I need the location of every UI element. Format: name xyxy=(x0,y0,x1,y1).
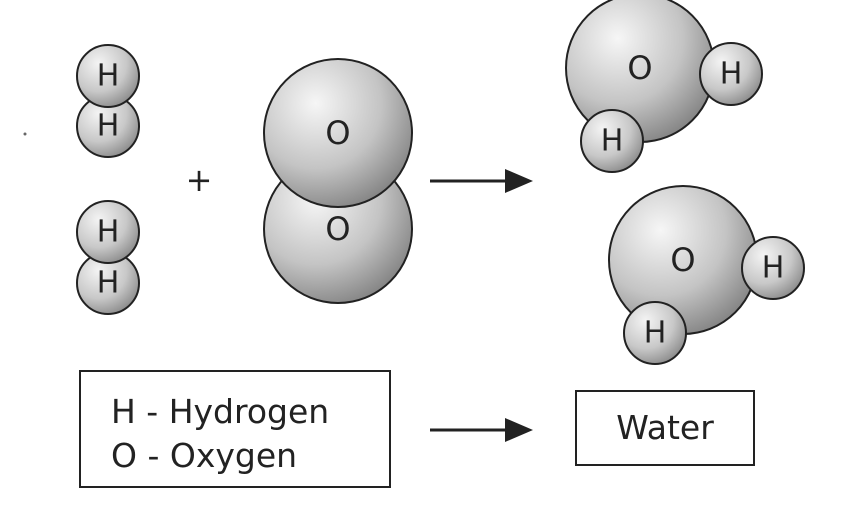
hydrogen-atom xyxy=(623,301,687,365)
oxygen-molecule: O O xyxy=(263,58,413,304)
atom-label: O xyxy=(325,114,350,152)
hydrogen-molecule-1: H H xyxy=(76,44,140,158)
hydrogen-atom xyxy=(76,200,140,264)
hydrogen-atom xyxy=(76,44,140,108)
atom-label: H xyxy=(97,59,120,94)
legend-arrow xyxy=(430,418,533,442)
atom-label: O xyxy=(325,210,350,248)
atom-label: O xyxy=(627,49,652,87)
result-box: Water xyxy=(575,390,755,466)
legend-oxygen: O - Oxygen xyxy=(111,436,298,475)
legend-hydrogen: H - Hydrogen xyxy=(111,392,330,431)
atom-label: H xyxy=(601,124,624,159)
hydrogen-atom xyxy=(741,236,805,300)
atom-label: H xyxy=(720,57,743,92)
oxygen-atom xyxy=(263,58,413,208)
atom-label: H xyxy=(644,316,667,351)
atom-label: O xyxy=(670,241,695,279)
plus-sign: + xyxy=(186,161,213,199)
atom-label: H xyxy=(97,109,120,144)
hydrogen-atom xyxy=(580,109,644,173)
water-molecule-1: O H H xyxy=(565,0,763,173)
atom-label: H xyxy=(762,251,785,286)
stray-dot xyxy=(23,132,27,136)
water-molecule-2: O H H xyxy=(608,185,805,365)
atom-label: H xyxy=(97,266,120,301)
result-label: Water xyxy=(616,408,714,447)
legend-box: H - Hydrogen O - Oxygen xyxy=(79,370,391,488)
hydrogen-molecule-2: H H xyxy=(76,200,140,315)
hydrogen-atom xyxy=(699,42,763,106)
atom-label: H xyxy=(97,215,120,250)
reaction-arrow xyxy=(430,169,533,193)
